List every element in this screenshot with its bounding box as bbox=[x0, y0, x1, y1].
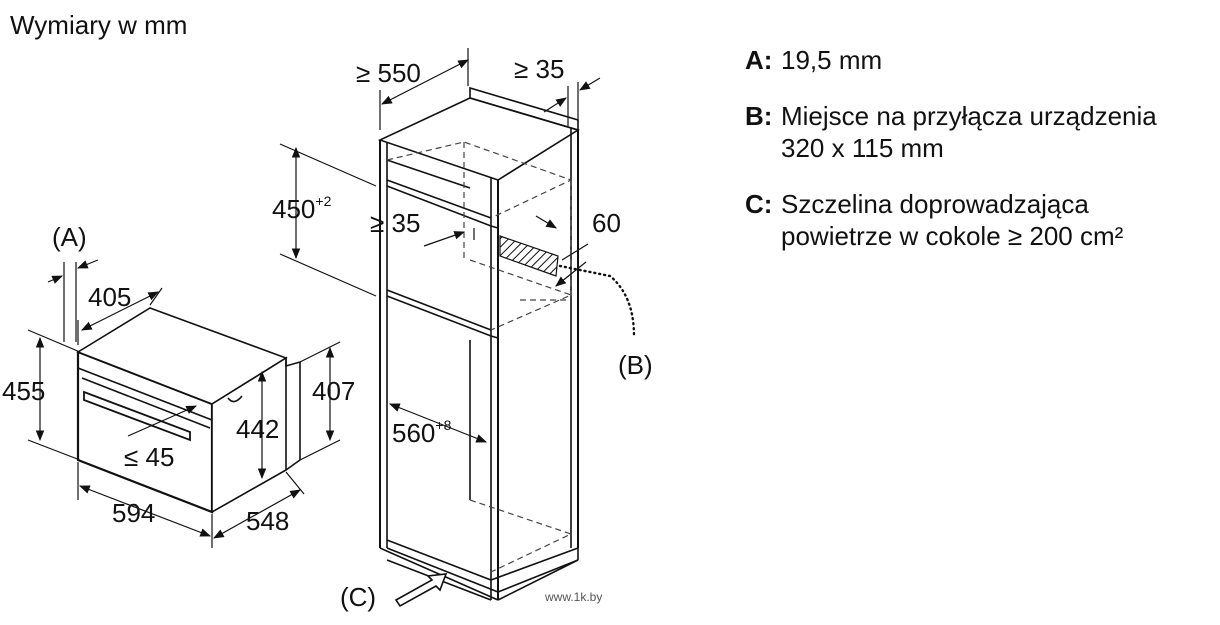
legend-line: Miejsce na przyłącza urządzenia bbox=[781, 101, 1157, 131]
label-a: (A) bbox=[52, 222, 87, 252]
dim-560-tolerance: +8 bbox=[435, 417, 451, 433]
dim-550: ≥ 550 bbox=[356, 58, 421, 88]
legend-key-c: C: bbox=[745, 189, 773, 219]
dim-45: ≤ 45 bbox=[124, 442, 174, 472]
legend: A: 19,5 mm B: Miejsce na przyłącza urząd… bbox=[745, 44, 1215, 276]
dim-560-value: 560 bbox=[392, 418, 435, 448]
legend-text-a: 19,5 mm bbox=[781, 44, 882, 76]
legend-line: 19,5 mm bbox=[781, 45, 883, 75]
dim-560: 560+8 bbox=[392, 417, 452, 448]
label-b: (B) bbox=[618, 350, 653, 380]
dim-455: 455 bbox=[2, 376, 45, 406]
label-c: (C) bbox=[340, 582, 376, 612]
legend-line: Szczelina doprowadzająca bbox=[781, 189, 1089, 219]
dim-450-value: 450 bbox=[272, 194, 315, 224]
legend-item-c: C: Szczelina doprowadzająca powietrze w … bbox=[745, 188, 1215, 252]
cabinet-drawing bbox=[377, 86, 580, 601]
dim-35-top: ≥ 35 bbox=[514, 54, 564, 84]
legend-line: powietrze w cokole ≥ 200 cm² bbox=[781, 221, 1124, 251]
legend-line: 320 x 115 mm bbox=[781, 133, 944, 163]
oven-handle bbox=[83, 390, 191, 442]
legend-key-a: A: bbox=[745, 45, 773, 75]
dim-594: 594 bbox=[112, 498, 155, 528]
dim-35-mid: ≥ 35 bbox=[370, 208, 420, 238]
dim-442: 442 bbox=[236, 414, 279, 444]
watermark: www.1k.by bbox=[545, 590, 603, 604]
legend-text-b: Miejsce na przyłącza urządzenia 320 x 11… bbox=[781, 100, 1157, 164]
legend-key-b: B: bbox=[745, 101, 773, 131]
air-inlet-arrow bbox=[394, 573, 448, 608]
page-title: Wymiary w mm bbox=[10, 10, 188, 40]
oven-drawing bbox=[76, 307, 301, 514]
legend-text-c: Szczelina doprowadzająca powietrze w cok… bbox=[781, 188, 1123, 252]
dim-450: 450+2 bbox=[272, 193, 332, 224]
dim-60: 60 bbox=[592, 208, 621, 238]
dim-405: 405 bbox=[88, 282, 131, 312]
dim-548: 548 bbox=[246, 506, 289, 536]
legend-item-b: B: Miejsce na przyłącza urządzenia 320 x… bbox=[745, 100, 1215, 164]
dim-407: 407 bbox=[312, 376, 355, 406]
legend-item-a: A: 19,5 mm bbox=[745, 44, 1215, 76]
connection-area bbox=[499, 235, 559, 277]
dim-450-tolerance: +2 bbox=[315, 193, 331, 209]
